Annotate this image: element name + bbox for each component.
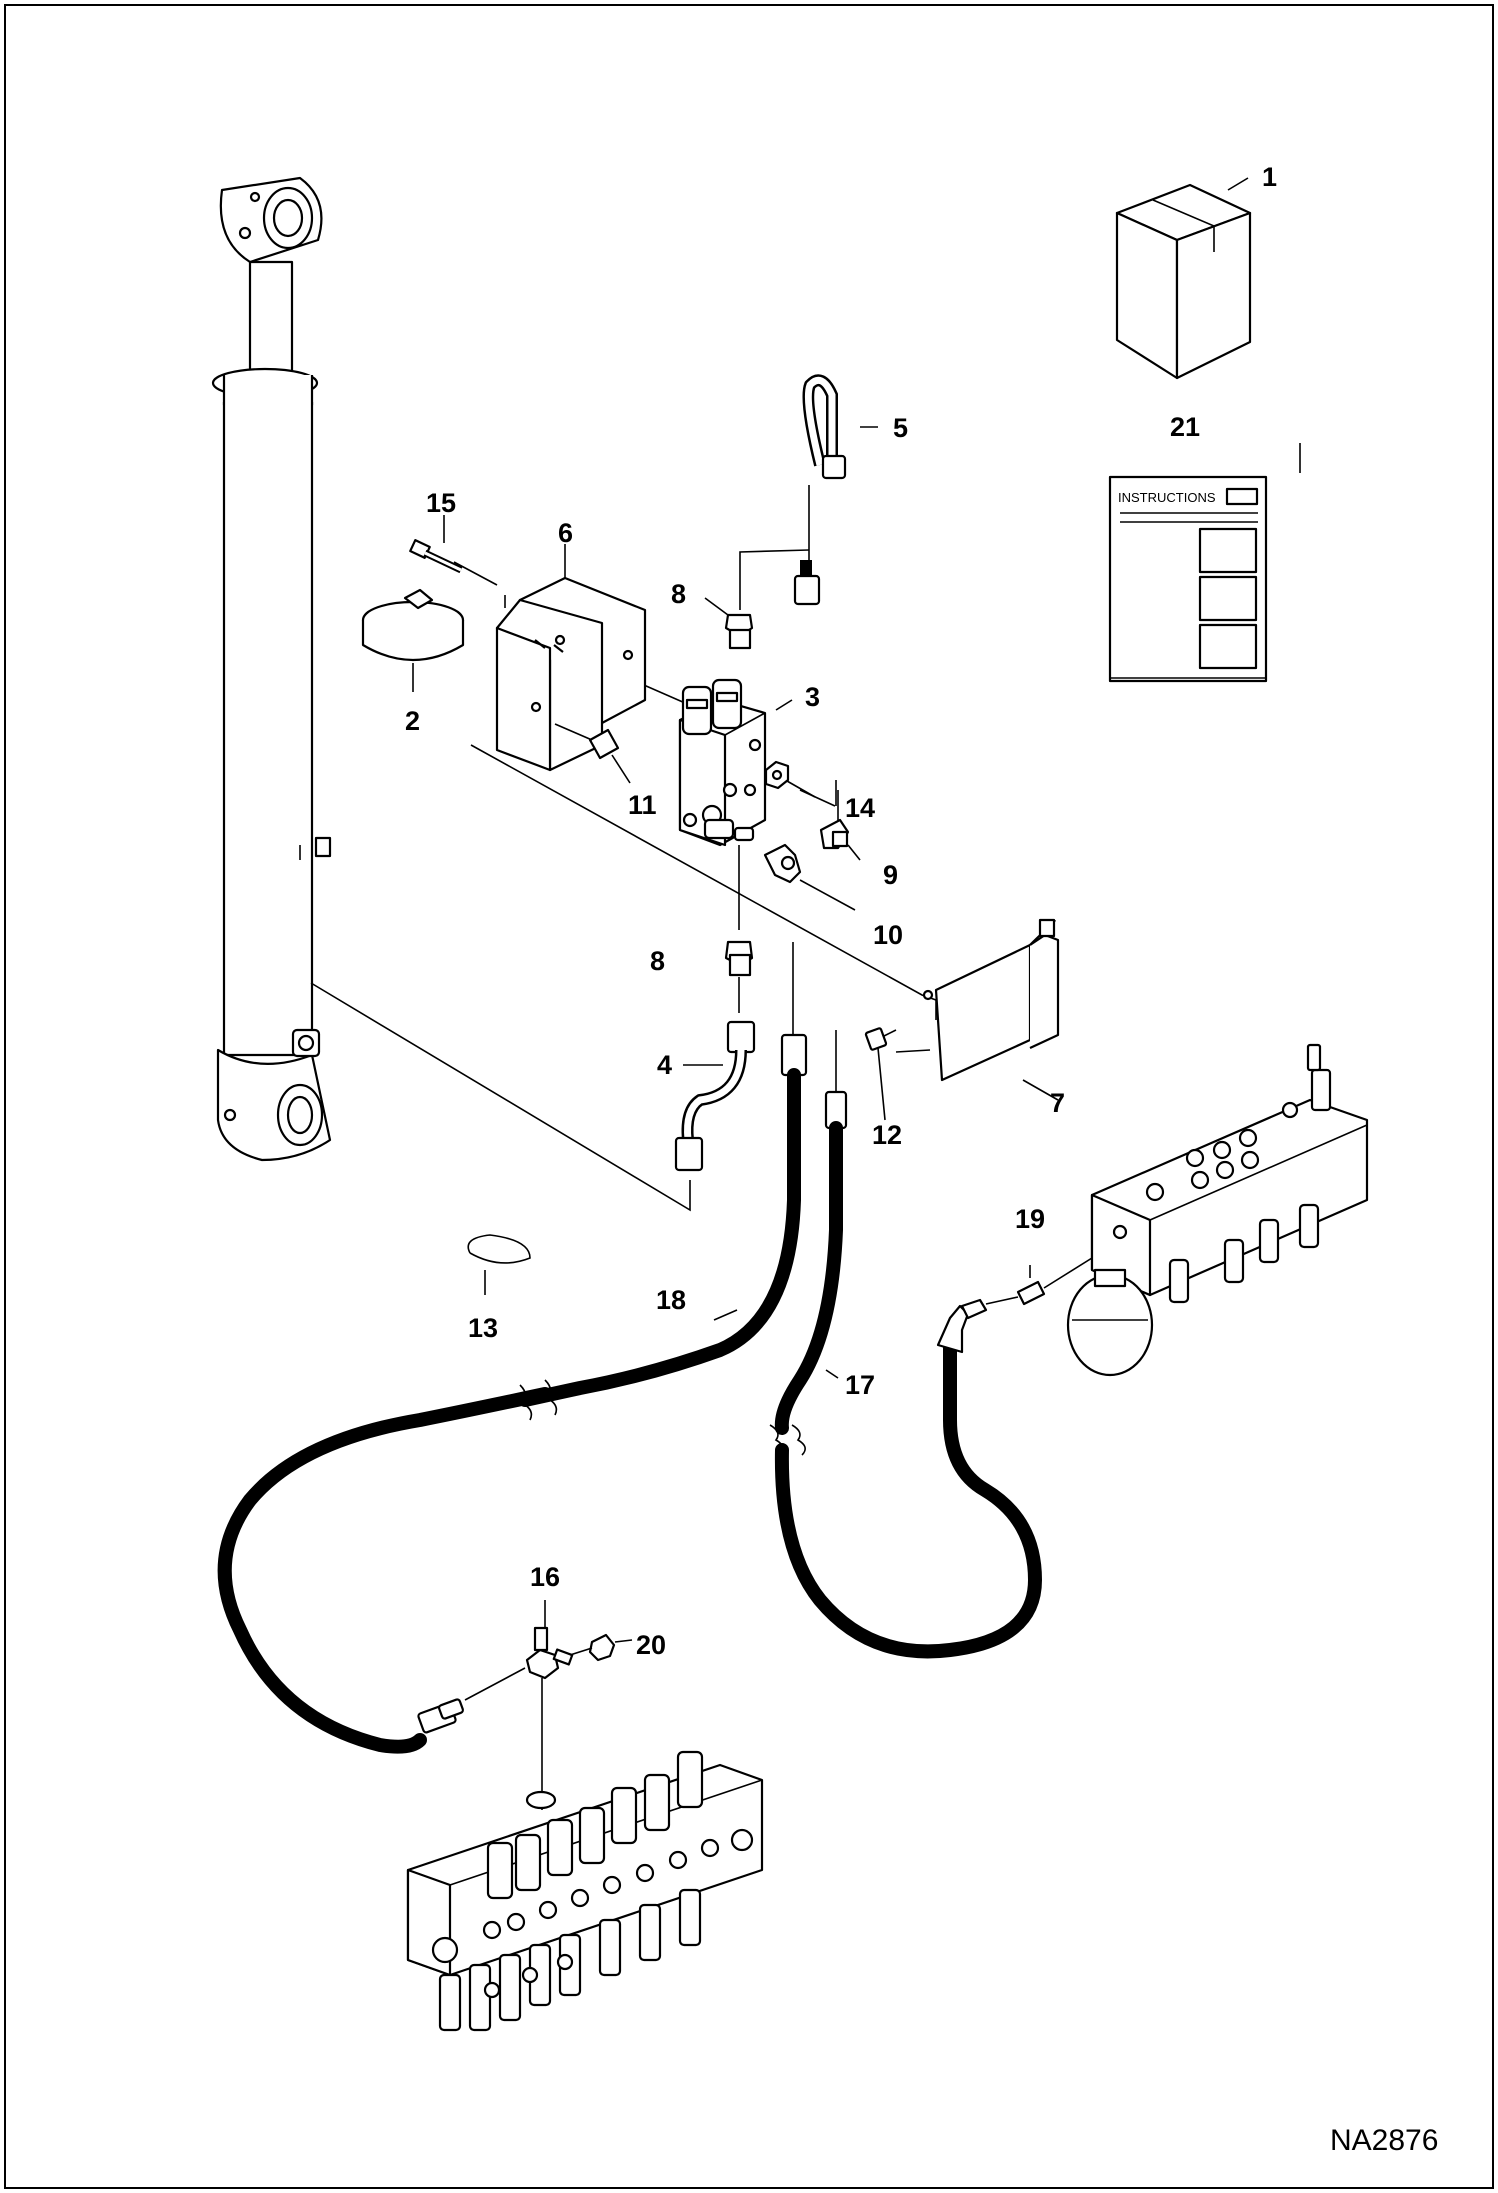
callout-13: 13 [468, 1313, 498, 1343]
page-border [4, 4, 1494, 2189]
callout-21: 21 [1170, 412, 1200, 442]
valve-port-fittings [703, 818, 755, 842]
clip-part-11 [554, 723, 631, 784]
hose-part-18 [217, 1033, 808, 1754]
valve-block-part-3 [678, 678, 793, 847]
hose-end-fitting [417, 1698, 464, 1734]
tube-part-4 [674, 1020, 756, 1172]
callout-2: 2 [405, 706, 420, 736]
callout-4: 4 [657, 1050, 672, 1080]
instruction-sheet-part-21: INSTRUCTIONS [1108, 443, 1301, 683]
callout-8-upper: 8 [671, 579, 686, 609]
hydraulic-cylinder [211, 176, 332, 1162]
callout-6: 6 [558, 518, 573, 548]
callout-1: 1 [1262, 162, 1277, 192]
callout-labels: 1 2 3 4 5 6 7 8 8 9 10 11 12 13 14 15 16… [405, 162, 1277, 1660]
pipe-part-5 [793, 374, 878, 606]
callout-12: 12 [872, 1120, 902, 1150]
elbow-fitting-part-9 [819, 818, 861, 861]
callout-14: 14 [845, 793, 875, 823]
bolt-part-15 [409, 515, 463, 574]
callout-10: 10 [873, 920, 903, 950]
hose-part-17 [769, 1090, 1043, 1659]
control-valve-with-accumulator [1066, 1043, 1369, 1377]
callout-19: 19 [1015, 1204, 1045, 1234]
adapter-part-8-upper [704, 597, 754, 650]
callout-20: 20 [636, 1630, 666, 1660]
fitting-part-19 [936, 1247, 1109, 1354]
tee-fitting-part-16 [464, 1600, 574, 1810]
adapter-part-8-lower [724, 940, 754, 977]
figure-reference-code: NA2876 [1330, 2124, 1438, 2157]
callout-18: 18 [656, 1285, 686, 1315]
cover-plate-part-7 [922, 918, 1060, 1101]
callout-15: 15 [426, 488, 456, 518]
nut-part-14 [764, 760, 836, 807]
main-control-valve [406, 1750, 764, 2032]
kit-box-part-1 [1115, 177, 1252, 380]
cable-tie-part-13 [467, 1234, 531, 1295]
callout-9: 9 [883, 860, 898, 890]
instruction-sheet-title: INSTRUCTIONS [1118, 490, 1216, 505]
cap-part-20 [569, 1633, 633, 1662]
callout-7: 7 [1050, 1088, 1065, 1118]
elbow-fitting-part-10 [763, 843, 856, 911]
callout-3: 3 [805, 682, 820, 712]
bolt-part-12 [864, 1027, 897, 1121]
callout-8-lower: 8 [650, 946, 665, 976]
callout-17: 17 [845, 1370, 875, 1400]
callout-5: 5 [893, 413, 908, 443]
band-clamp-part-2 [361, 588, 465, 692]
callout-11: 11 [628, 790, 657, 820]
mounting-bracket-part-6 [495, 544, 647, 772]
callout-16: 16 [530, 1562, 560, 1592]
